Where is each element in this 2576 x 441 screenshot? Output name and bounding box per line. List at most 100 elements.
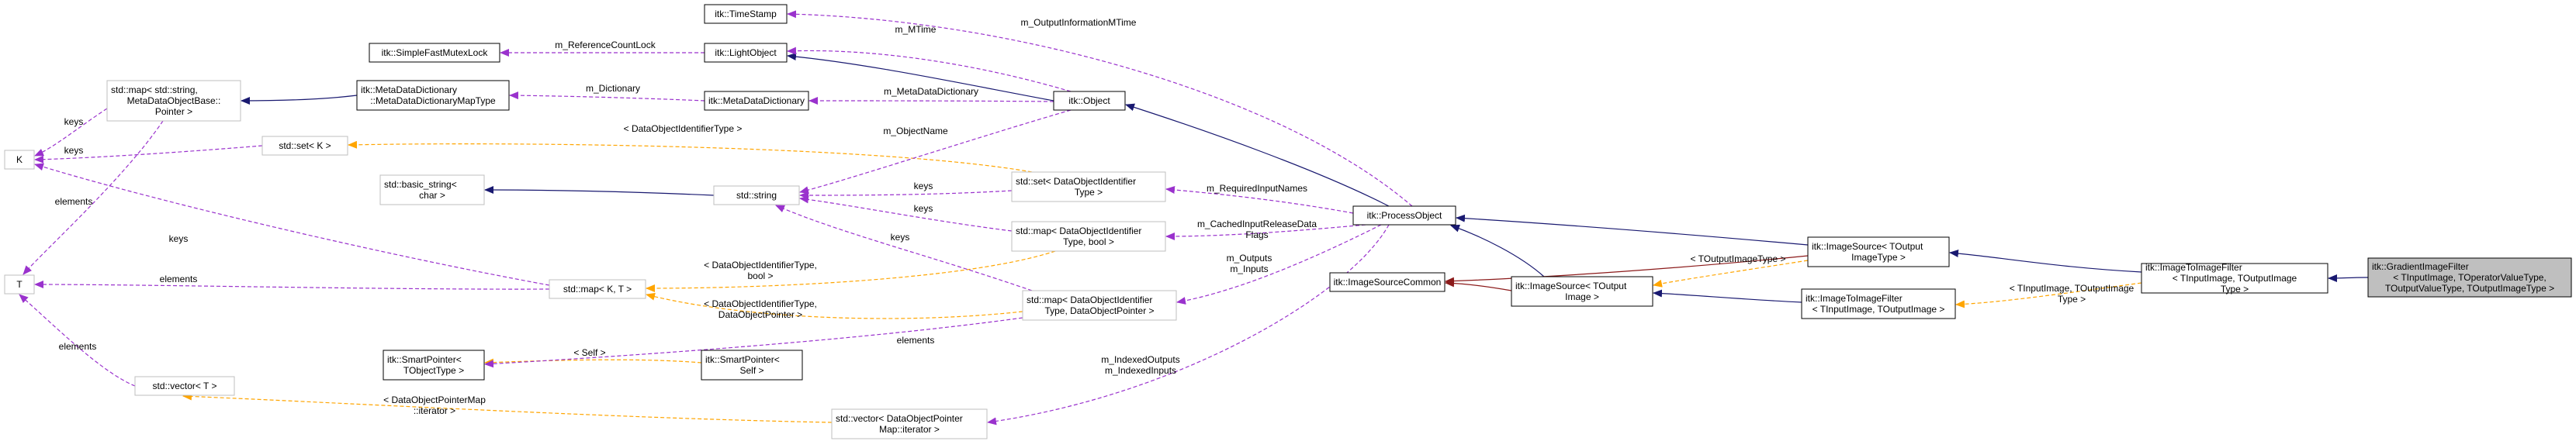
- edge-protected-9: [1445, 255, 1809, 285]
- edge-line-template: [646, 292, 1023, 319]
- node-img-src-common[interactable]: itk::ImageSourceCommon: [1329, 272, 1446, 292]
- edge-member-31: keys: [775, 205, 1033, 291]
- node-label: itk::Object: [1068, 95, 1110, 106]
- edge-label: m_OutputInformationMTime: [1021, 17, 1137, 28]
- edge-template-11: < TInputImage, TOutputImageType >: [1955, 282, 2142, 308]
- edge-label: ::iterator >: [414, 405, 455, 416]
- node-img-src-img[interactable]: itk::ImageSource< TOutputImage >: [1511, 276, 1653, 307]
- edge-member-20: m_ReferenceCountLock: [500, 40, 705, 57]
- edge-label: elements: [160, 274, 198, 284]
- node-box: [831, 408, 988, 439]
- node-label: std::set< K >: [279, 140, 331, 151]
- node-mdd-map[interactable]: itk::MetaDataDictionary::MetaDataDiction…: [356, 80, 510, 111]
- node-box: [383, 350, 485, 381]
- node-label: std::set< DataObjectIdentifier: [1016, 176, 1136, 187]
- edge-member-24: keys: [34, 108, 108, 157]
- node-box: [1511, 276, 1653, 307]
- node-box: [704, 4, 788, 24]
- node-box: [4, 274, 35, 295]
- node-label: < TInputImage, TOutputImage: [2173, 273, 2297, 284]
- edge-line-template: [646, 250, 1056, 292]
- node-box: [356, 80, 510, 111]
- edge-inherit-3: [1653, 289, 1802, 303]
- edge-line-member: [1176, 224, 1382, 305]
- node-process-object[interactable]: itk::ProcessObject: [1352, 205, 1456, 226]
- edge-inherit-1: [1949, 250, 2142, 273]
- edge-label: elements: [59, 341, 97, 352]
- node-label: itk::SmartPointer<: [387, 354, 462, 365]
- node-label: ImageType >: [1851, 252, 1906, 263]
- edge-line-member: [1165, 224, 1366, 240]
- node-box: [1329, 272, 1446, 292]
- edge-inherit-4: [1450, 224, 1545, 277]
- node-box: [549, 279, 646, 299]
- node-label: Type, bool >: [1063, 236, 1114, 247]
- node-label: TOutputValueType, TOutputImageType >: [2385, 283, 2554, 294]
- edge-label: m_Dictionary: [586, 83, 640, 94]
- node-mdd[interactable]: itk::MetaDataDictionary: [704, 91, 809, 111]
- node-gradient[interactable]: itk::GradientImageFilter< TInputImage, T…: [2367, 257, 2572, 298]
- node-label: itk::ImageToImageFilter: [2145, 262, 2242, 273]
- edge-line-member: [484, 317, 1023, 368]
- edge-line-template: [1653, 260, 1809, 288]
- node-label: itk::SimpleFastMutexLock: [382, 47, 489, 58]
- node-time-stamp[interactable]: itk::TimeStamp: [704, 4, 788, 24]
- node-box: [2367, 257, 2572, 298]
- edge-line-inherit: [1125, 103, 1390, 207]
- edge-member-30: elements: [34, 274, 550, 290]
- node-img-src-type[interactable]: itk::ImageSource< TOutputImageType >: [1807, 236, 1950, 267]
- edge-member-21: m_MetaDataDictionary: [808, 86, 1054, 105]
- node-label: T: [16, 279, 23, 290]
- node-map-doi-bool: std::map< DataObjectIdentifierType, bool…: [1011, 221, 1166, 252]
- node-label: itk::LightObject: [715, 47, 777, 58]
- node-label: ::MetaDataDictionaryMapType: [370, 95, 496, 106]
- node-object[interactable]: itk::Object: [1053, 91, 1126, 111]
- node-label: std::basic_string<: [384, 179, 457, 190]
- edge-line-inherit: [484, 186, 715, 196]
- edge-inherit-8: [484, 186, 715, 196]
- edge-member-29: keys: [34, 163, 550, 286]
- node-k: K: [4, 150, 35, 170]
- node-label: K: [16, 154, 23, 165]
- edge-inherit-7: [241, 95, 358, 105]
- node-light-object[interactable]: itk::LightObject: [704, 43, 788, 63]
- edge-label: keys: [64, 116, 84, 127]
- node-box: [369, 43, 500, 63]
- node-box: [106, 80, 241, 122]
- edge-line-member: [23, 120, 164, 275]
- edge-line-inherit: [1456, 214, 1809, 246]
- edge-label: < DataObjectIdentifierType,: [704, 298, 817, 309]
- node-mutex-lock[interactable]: itk::SimpleFastMutexLock: [369, 43, 500, 63]
- node-sp-self[interactable]: itk::SmartPointer<Self >: [701, 350, 803, 381]
- edge-label: m_ObjectName: [883, 126, 948, 136]
- edge-inherit-6: [787, 53, 1054, 102]
- edge-label: m_IndexedOutputs: [1101, 354, 1179, 365]
- edge-line-template: [484, 358, 702, 367]
- node-box: [704, 91, 809, 111]
- node-box: [1801, 288, 1956, 319]
- edge-member-23: m_ObjectName: [799, 109, 1072, 195]
- node-label: itk::ImageToImageFilter: [1806, 293, 1903, 304]
- node-box: [4, 150, 35, 170]
- node-label: itk::ProcessObject: [1367, 210, 1442, 221]
- node-box: [1011, 171, 1166, 202]
- node-i2i-filter-img[interactable]: itk::ImageToImageFilter< TInputImage, TO…: [1801, 288, 1956, 319]
- edge-member-32: elements: [484, 317, 1023, 368]
- node-box: [134, 376, 235, 396]
- node-box: [2141, 263, 2328, 294]
- edge-inherit-0: [2328, 274, 2369, 282]
- node-label: std::map< DataObjectIdentifier: [1016, 226, 1141, 236]
- node-i2i-filter[interactable]: itk::ImageToImageFilter< TInputImage, TO…: [2141, 262, 2328, 295]
- edge-label: < TInputImage, TOutputImage: [2010, 283, 2135, 294]
- node-label: std::vector< T >: [153, 381, 217, 391]
- node-label: std::map< K, T >: [563, 284, 632, 295]
- node-label: Self >: [739, 365, 763, 376]
- node-sp-tobj[interactable]: itk::SmartPointer<TObjectType >: [383, 350, 485, 381]
- node-label: char >: [419, 190, 445, 201]
- node-label: itk::ImageSource< TOutput: [1812, 241, 1923, 252]
- node-map-str: std::map< std::string,MetaDataObjectBase…: [106, 80, 241, 122]
- edge-label: m_Outputs: [1227, 253, 1272, 264]
